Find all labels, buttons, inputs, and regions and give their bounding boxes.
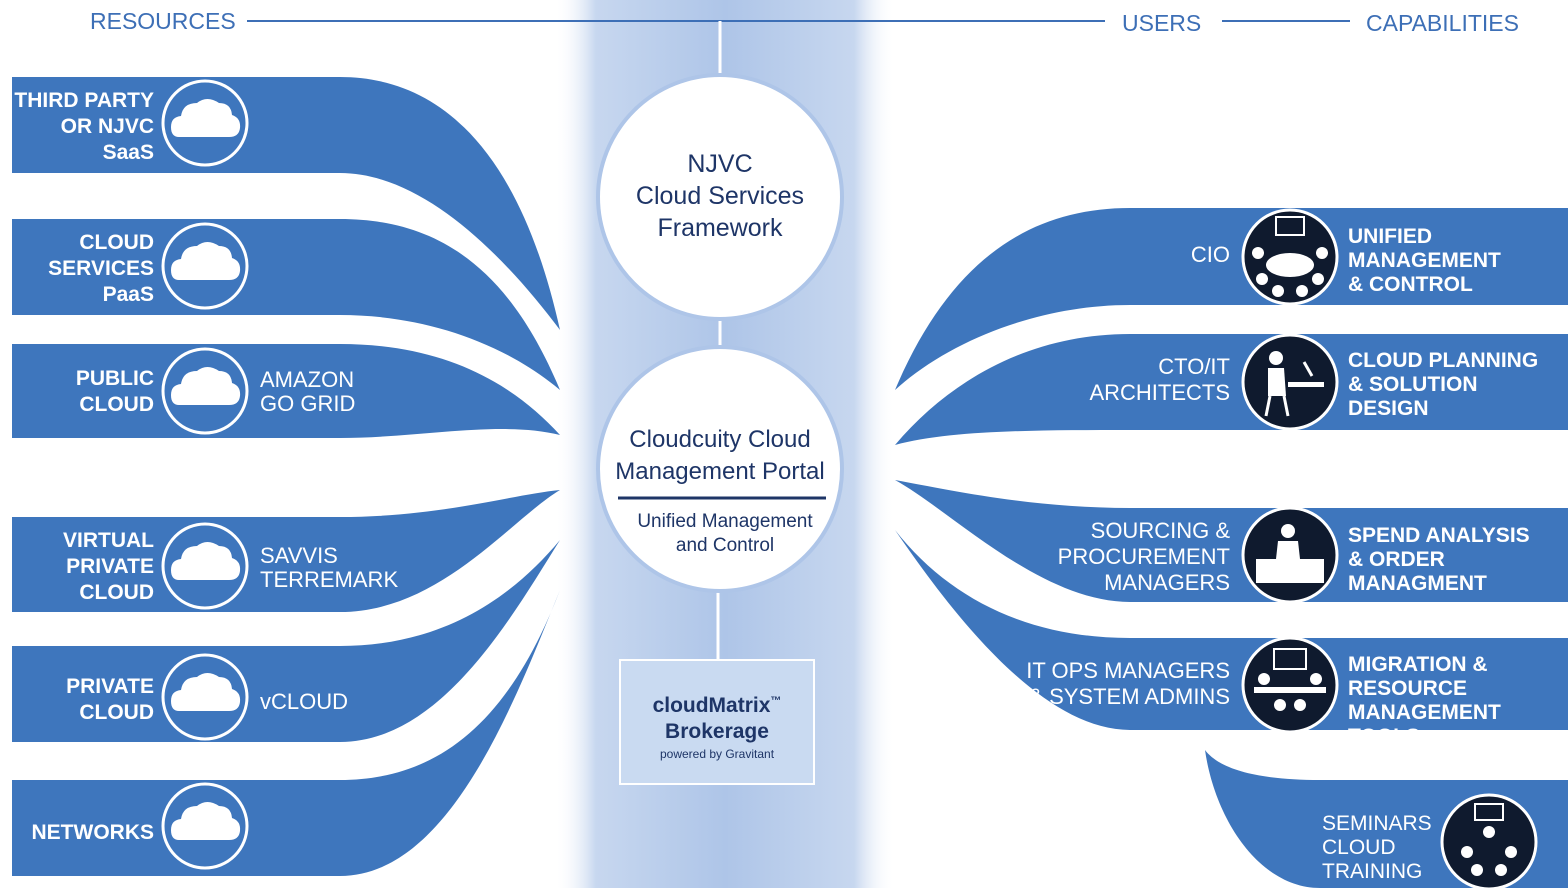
band-networks [12, 590, 560, 876]
resource-label-saas: THIRD PARTY OR NJVC SaaS [14, 89, 154, 164]
portal-line-1: Cloudcuity Cloud [629, 426, 811, 453]
desk-phone-icon [1241, 506, 1339, 604]
brokerage-line-2: Brokerage [665, 720, 769, 743]
user-label-sourcing: SOURCING & PROCUREMENT MANAGERS [1057, 518, 1230, 595]
user-label-cto: CTO/IT ARCHITECTS [1089, 354, 1230, 405]
user-label-cio: CIO [1190, 242, 1230, 267]
desk-worker-icon [1241, 333, 1339, 431]
capability-label-spend: SPEND ANALYSIS & ORDER MANAGMENT [1348, 524, 1530, 595]
brokerage-label: cloudMatrix™ Brokerage powered by Gravit… [620, 688, 814, 763]
portal-sub-line-2: and Control [675, 535, 775, 556]
resource-bands [12, 77, 560, 876]
framework-line-1: NJVC [687, 150, 753, 178]
resources-heading: RESOURCES [90, 8, 236, 34]
user-label-itops: IT OPS MANAGERS & SYSTEM ADMINS [1026, 658, 1230, 709]
trademark-mark: ™ [770, 695, 782, 707]
cloud-icon [161, 222, 249, 310]
framework-title: NJVC Cloud Services Framework [600, 148, 840, 244]
resource-vendors-virtual-private: SAVVIS TERREMARK [260, 543, 399, 592]
classroom-icon [1440, 793, 1538, 888]
seminar-label: SEMINARS CLOUD TRAINING [1322, 812, 1432, 883]
portal-sub-line-1: Unified Management [637, 511, 813, 532]
capability-label-migration: MIGRATION & RESOURCE MANAGEMENT TOOLS [1348, 653, 1501, 748]
cloud-icon [161, 522, 249, 610]
portal-subtitle: Unified Management and Control [605, 510, 845, 558]
band-saas [12, 77, 560, 330]
brokerage-name: cloudMatrix [652, 694, 771, 717]
resource-label-virtual-private: VIRTUAL PRIVATE CLOUD [63, 529, 154, 604]
band-sourcing [895, 480, 1568, 602]
resource-label-private: PRIVATE CLOUD [66, 675, 154, 724]
resource-vendors-public: AMAZON GO GRID [260, 367, 356, 416]
band-cto [895, 334, 1568, 445]
meeting-table-icon [1241, 208, 1339, 306]
resource-label-public: PUBLIC CLOUD [75, 367, 154, 416]
framework-line-2: Cloud Services [635, 182, 805, 210]
band-cio [895, 208, 1568, 390]
resource-label-networks: NETWORKS [31, 821, 155, 844]
capabilities-heading: CAPABILITIES [1366, 10, 1519, 36]
cloud-icon [161, 782, 249, 870]
users-heading: USERS [1122, 10, 1202, 36]
brokerage-name-line: cloudMatrix™ [620, 688, 814, 719]
band-public [12, 344, 560, 438]
capability-label-planning: CLOUD PLANNING & SOLUTION DESIGN [1348, 349, 1539, 420]
band-virtual-private [12, 490, 560, 612]
resource-label-paas: CLOUD SERVICES PaaS [48, 231, 154, 306]
portal-circle [596, 345, 844, 593]
framework-line-3: Framework [657, 214, 783, 242]
band-private [12, 540, 560, 742]
resource-vendors-private: vCLOUD [260, 689, 349, 714]
user-bands [895, 208, 1568, 888]
portal-line-2: Management Portal [615, 458, 825, 485]
brokerage-powered-by: powered by Gravitant [659, 747, 775, 761]
band-itops [895, 530, 1568, 730]
portal-title: Cloudcuity Cloud Management Portal [600, 424, 840, 488]
band-paas [12, 219, 560, 390]
cloud-icon [161, 653, 249, 741]
cloud-icon [161, 79, 249, 167]
cloud-icon [161, 347, 249, 435]
operations-team-icon [1241, 636, 1339, 734]
brokerage-box [619, 659, 815, 785]
capability-label-unified: UNIFIED MANAGEMENT & CONTROL [1348, 225, 1501, 296]
framework-circle [596, 73, 844, 321]
